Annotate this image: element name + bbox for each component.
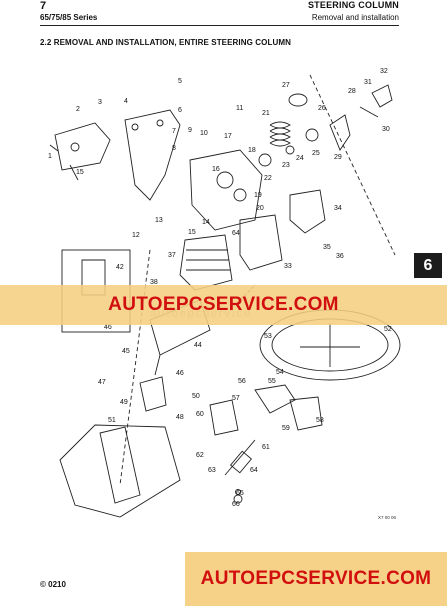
- column-axis: [119, 249, 151, 486]
- callout-45: 45: [122, 348, 130, 355]
- callout-64: 64: [232, 230, 240, 237]
- callout-21: 21: [262, 110, 270, 117]
- shaft-64: [224, 439, 256, 476]
- callout-58: 58: [316, 417, 324, 424]
- callout-15: 15: [76, 169, 84, 176]
- callout-20: 20: [256, 205, 264, 212]
- callout-15b: 15: [188, 229, 196, 236]
- callout-38: 38: [150, 279, 158, 286]
- floor-bracket: [59, 424, 181, 518]
- promo-banner-bottom[interactable]: AUTOEPCSERVICE.COM: [185, 552, 447, 606]
- callout-22: 22: [264, 175, 272, 182]
- series-label: 65/75/85 Series: [40, 13, 98, 22]
- callout-13: 13: [155, 217, 163, 224]
- callout-62: 62: [196, 452, 204, 459]
- callout-47: 47: [98, 379, 106, 386]
- callout-6: 6: [178, 107, 182, 114]
- callout-1: 1: [48, 153, 52, 160]
- header-rule: [40, 25, 399, 26]
- callout-32: 32: [380, 68, 388, 75]
- callout-34: 34: [334, 205, 342, 212]
- callout-29: 29: [334, 154, 342, 161]
- callout-3: 3: [98, 99, 102, 106]
- callout-51: 51: [108, 417, 116, 424]
- universal-joint-49: [139, 376, 167, 412]
- callout-50: 50: [192, 393, 200, 400]
- callout-14: 14: [202, 219, 210, 226]
- callout-66: 66: [232, 501, 240, 508]
- callout-36: 36: [336, 253, 344, 260]
- callout-49: 49: [120, 399, 128, 406]
- copyright: © 0210: [40, 580, 66, 589]
- spring-21: [269, 121, 291, 147]
- callout-65: 65: [236, 490, 244, 497]
- callout-labels: 1 2 3 4 5 6 7 8 9 10 11 12 13 14 15 15 1…: [48, 68, 392, 508]
- callout-7: 7: [172, 128, 176, 135]
- callout-27: 27: [282, 82, 290, 89]
- callout-10: 10: [200, 130, 208, 137]
- promo-banner-top[interactable]: AUTOEPCSERVICE.COM: [0, 285, 447, 325]
- callout-11: 11: [236, 105, 243, 112]
- lever-29: [329, 114, 351, 151]
- callout-56: 56: [238, 378, 246, 385]
- callout-35: 35: [323, 244, 331, 251]
- callout-9: 9: [188, 127, 192, 134]
- callout-33: 33: [284, 263, 292, 270]
- shroud-34: [289, 189, 326, 234]
- callout-63: 63: [208, 467, 216, 474]
- callout-52: 52: [384, 326, 392, 333]
- callout-37: 37: [168, 252, 176, 259]
- callout-18: 18: [248, 147, 256, 154]
- callout-48: 48: [176, 414, 184, 421]
- callout-60: 60: [196, 411, 204, 418]
- callout-64b: 64: [250, 467, 258, 474]
- bellows-27: [288, 93, 308, 107]
- column-housing-20: [189, 149, 263, 231]
- chapter-title: STEERING COLUMN: [307, 0, 399, 10]
- bracket-part-2: [54, 122, 111, 171]
- callout-25: 25: [312, 150, 320, 157]
- chapter-tab[interactable]: 6: [414, 253, 442, 278]
- callout-17: 17: [224, 133, 232, 140]
- callout-55: 55: [268, 378, 276, 385]
- callout-42: 42: [116, 264, 124, 271]
- figure-reference: X7 00 06: [378, 515, 397, 520]
- switch-60: [209, 399, 239, 436]
- shroud-33: [239, 214, 283, 271]
- callout-23: 23: [282, 162, 290, 169]
- assembly-axis: [309, 74, 396, 256]
- callout-8: 8: [172, 145, 176, 152]
- boot-37: [179, 234, 233, 291]
- callout-24: 24: [296, 155, 304, 162]
- switch-57: [254, 384, 296, 414]
- callout-30: 30: [382, 126, 390, 133]
- callout-16: 16: [212, 166, 220, 173]
- callout-31: 31: [364, 79, 372, 86]
- callout-54: 54: [276, 369, 284, 376]
- callout-46: 46: [104, 324, 112, 331]
- callout-4: 4: [124, 98, 128, 105]
- callout-19: 19: [254, 192, 262, 199]
- callout-59: 59: [282, 425, 290, 432]
- callout-53: 53: [264, 333, 272, 340]
- callout-57: 57: [232, 395, 240, 402]
- callout-28: 28: [348, 88, 356, 95]
- callout-2: 2: [76, 106, 80, 113]
- callout-46b: 46: [176, 370, 184, 377]
- mounting-plate-6: [124, 109, 181, 201]
- callout-61: 61: [262, 444, 270, 451]
- switch-58: [289, 396, 323, 431]
- callout-44: 44: [194, 342, 202, 349]
- chapter-number: 7: [40, 0, 47, 12]
- callout-5: 5: [178, 78, 182, 85]
- callout-26: 26: [318, 105, 326, 112]
- chapter-subtitle: Removal and installation: [311, 13, 399, 22]
- section-heading: 2.2 REMOVAL AND INSTALLATION, ENTIRE STE…: [40, 38, 291, 47]
- callout-12: 12: [132, 232, 140, 239]
